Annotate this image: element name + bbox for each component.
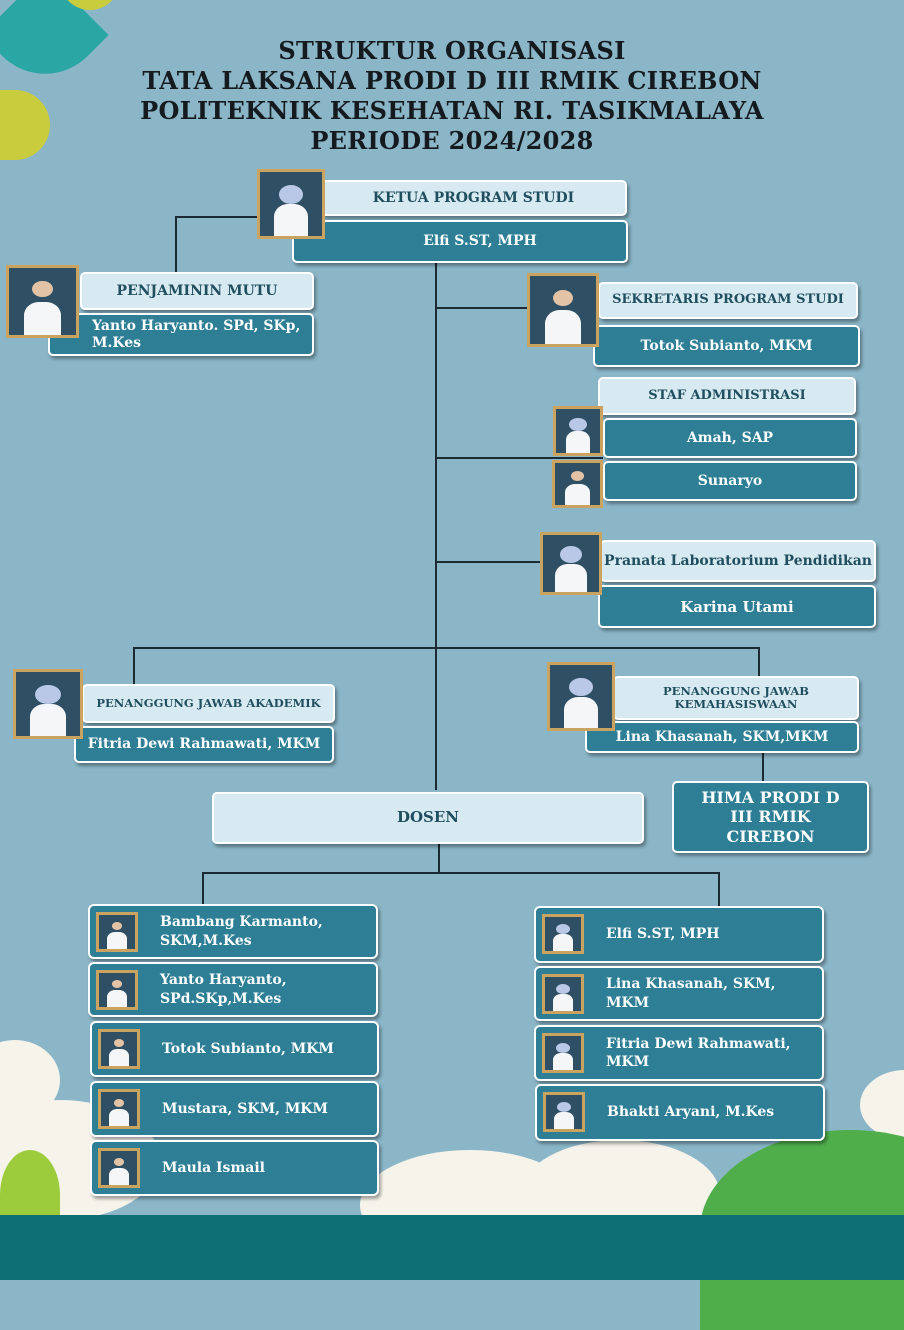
pranata-role: Pranata Laboratorium Pendidikan (600, 540, 876, 582)
dosen-name: Totok Subianto, MKM (162, 1040, 334, 1057)
ketua-photo (257, 169, 325, 239)
dosen-photo (98, 1029, 140, 1069)
title-line-2: TATA LAKSANA PRODI D III RMIK CIREBON (142, 66, 762, 95)
hima-box: HIMA PRODI D III RMIK CIREBON (672, 781, 869, 853)
pranata-name: Karina Utami (598, 585, 876, 628)
dosen-name: Yanto Haryanto, SPd.SKp,M.Kes (160, 972, 287, 1007)
dosen-name: Maula Ismail (162, 1159, 265, 1176)
dosen-left-4: Mustara, SKM, MKM (90, 1081, 379, 1137)
staf-name-1: Amah, SAP (603, 418, 857, 458)
dosen-name: Bhakti Aryani, M.Kes (607, 1104, 775, 1121)
dosen-label: DOSEN (212, 792, 644, 844)
penjamin-photo (6, 265, 79, 338)
sekretaris-name: Totok Subianto, MKM (593, 325, 860, 367)
staf-role: STAF ADMINISTRASI (598, 377, 856, 415)
dosen-right-1: Elfi S.ST, MPH (534, 906, 824, 963)
dosen-photo (542, 914, 584, 954)
dosen-photo (542, 974, 584, 1014)
dosen-right-2: Lina Khasanah, SKM, MKM (534, 966, 824, 1021)
akademik-photo (13, 669, 83, 739)
dosen-photo (96, 970, 138, 1010)
dosen-photo (543, 1092, 585, 1132)
staf-name-2: Sunaryo (603, 461, 857, 501)
dosen-photo (542, 1033, 584, 1073)
penjamin-name: Yanto Haryanto. SPd, SKp, M.Kes (48, 313, 314, 356)
kemahasiswaan-role: PENANGGUNG JAWAB KEMAHASISWAAN (613, 676, 859, 720)
dosen-photo (98, 1089, 140, 1129)
staf-photo-2 (552, 460, 603, 508)
footer-bar (0, 1215, 904, 1280)
dosen-photo (98, 1148, 140, 1188)
dosen-left-2: Yanto Haryanto, SPd.SKp,M.Kes (88, 962, 378, 1017)
dosen-name: Mustara, SKM, MKM (162, 1100, 328, 1117)
title-line-4: PERIODE 2024/2028 (310, 126, 594, 155)
ketua-name: Elfi S.ST, MPH (292, 220, 628, 263)
dosen-right-3: Fitria Dewi Rahmawati, MKM (534, 1025, 824, 1081)
dosen-name: Lina Khasanah, SKM, MKM (606, 976, 776, 1011)
kemahasiswaan-name: Lina Khasanah, SKM,MKM (585, 721, 859, 753)
dosen-left-5: Maula Ismail (90, 1140, 379, 1196)
dosen-name: Bambang Karmanto, SKM,M.Kes (160, 914, 323, 949)
staf-photo-1 (553, 406, 603, 456)
dosen-name: Fitria Dewi Rahmawati, MKM (606, 1035, 791, 1070)
sekretaris-photo (527, 273, 599, 347)
dosen-right-4: Bhakti Aryani, M.Kes (535, 1084, 825, 1141)
dosen-photo (96, 912, 138, 952)
ketua-role: KETUA PROGRAM STUDI (320, 180, 627, 216)
dosen-left-1: Bambang Karmanto, SKM,M.Kes (88, 904, 378, 959)
title-line-3: POLITEKNIK KESEHATAN RI. TASIKMALAYA (140, 96, 764, 125)
title-line-1: STRUKTUR ORGANISASI (278, 36, 626, 65)
penjamin-role: PENJAMININ MUTU (80, 272, 314, 310)
kemahasiswaan-photo (547, 662, 615, 731)
logo-decoration (0, 0, 130, 160)
pranata-photo (540, 532, 602, 595)
akademik-role: PENANGGUNG JAWAB AKADEMIK (82, 684, 335, 723)
sekretaris-role: SEKRETARIS PROGRAM STUDI (598, 282, 858, 319)
dosen-left-3: Totok Subianto, MKM (90, 1021, 379, 1077)
dosen-name: Elfi S.ST, MPH (606, 926, 720, 943)
akademik-name: Fitria Dewi Rahmawati, MKM (74, 726, 334, 763)
